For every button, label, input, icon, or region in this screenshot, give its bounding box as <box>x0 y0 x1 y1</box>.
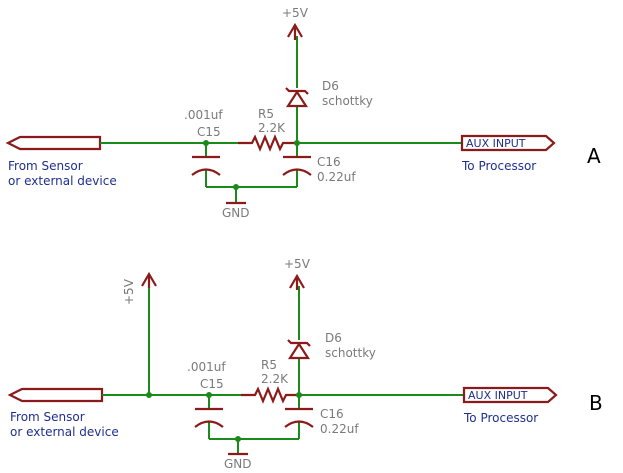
resistor-r5-a <box>238 134 297 152</box>
diode-ref-a: D6 <box>322 79 339 93</box>
input-line1-a: From Sensor <box>8 159 83 173</box>
input-line2-b: or external device <box>10 425 119 439</box>
cap2-ref-b: C16 <box>320 407 344 421</box>
cap2-ref-a: C16 <box>317 155 341 169</box>
circuit-b: +5V +5V D6 schottky R5 2.2K .001uf C15 C… <box>7 257 603 471</box>
output-label-a: To Processor <box>461 159 536 173</box>
resistor-value-a: 2.2K <box>258 121 286 135</box>
input-connector-a <box>5 135 102 151</box>
output-label-b: To Processor <box>463 411 538 425</box>
output-port-b <box>462 386 558 404</box>
input-line2-a: or external device <box>8 174 117 188</box>
circuit-label-a: A <box>587 144 601 168</box>
output-port-label-a: AUX INPUT <box>466 137 526 150</box>
junction-b-1 <box>146 392 152 398</box>
diode-type-b: schottky <box>325 346 376 360</box>
cap2-value-a: 0.22uf <box>317 170 356 184</box>
resistor-ref-b: R5 <box>261 358 277 372</box>
junction-b-2 <box>206 392 212 398</box>
junction-a-3 <box>233 184 239 190</box>
diode-d6-a <box>285 89 309 108</box>
supply-top-label-b: +5V <box>284 257 311 271</box>
cap1-ref-b: C15 <box>200 377 224 391</box>
supply-label-a: +5V <box>282 6 309 20</box>
circuit-a: +5V D6 schottky R5 2.2K .001uf C15 C16 0… <box>5 6 601 220</box>
cap1-value-b: .001uf <box>187 360 226 374</box>
resistor-r5-b <box>241 386 299 404</box>
circuit-label-b: B <box>589 391 603 415</box>
supply-left-label-b: +5V <box>122 278 136 305</box>
junction-b-4 <box>235 436 241 442</box>
diode-type-a: schottky <box>322 94 373 108</box>
input-connector-b <box>7 387 104 403</box>
diode-d6-b <box>287 341 311 360</box>
output-port-label-b: AUX INPUT <box>468 389 528 402</box>
junction-a-1 <box>203 140 209 146</box>
diode-ref-b: D6 <box>325 331 342 345</box>
junction-a-2 <box>294 140 300 146</box>
ground-label-a: GND <box>222 206 250 220</box>
output-port-a <box>460 134 556 152</box>
junction-b-3 <box>296 392 302 398</box>
input-line1-b: From Sensor <box>10 410 85 424</box>
ground-label-b: GND <box>224 457 252 471</box>
cap1-value-a: .001uf <box>184 108 223 122</box>
cap1-ref-a: C15 <box>197 125 221 139</box>
resistor-ref-a: R5 <box>258 107 274 121</box>
resistor-value-b: 2.2K <box>261 372 289 386</box>
cap2-value-b: 0.22uf <box>320 422 359 436</box>
